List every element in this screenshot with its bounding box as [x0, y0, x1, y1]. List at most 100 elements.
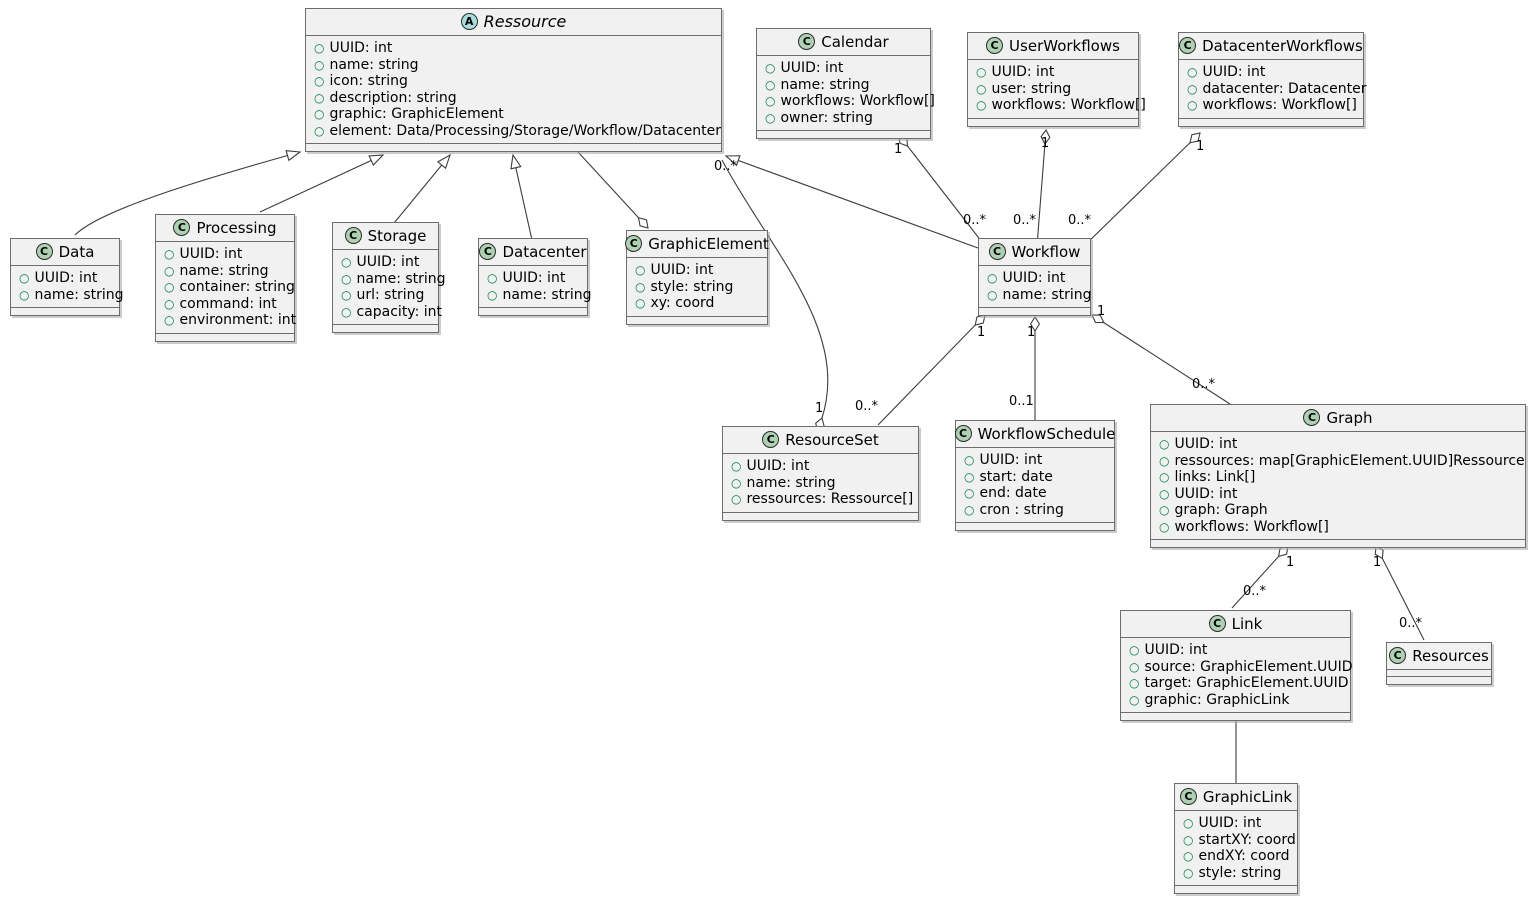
- visibility-public-icon: ○: [964, 453, 975, 467]
- attribute-row: ○UUID: int: [1183, 815, 1262, 831]
- class-name-datacenter: Datacenter: [502, 242, 587, 261]
- class-attributes-workflow: ○UUID: int ○name: string: [979, 266, 1092, 308]
- attribute-row: ○UUID: int: [19, 270, 98, 286]
- attribute-row: ○icon: string: [314, 73, 408, 89]
- class-methods-ressource: [306, 144, 721, 151]
- visibility-public-icon: ○: [1183, 849, 1194, 863]
- class-name-ressource: Ressource: [483, 11, 567, 31]
- class-header-resourceset: C ResourceSet: [723, 427, 918, 454]
- visibility-public-icon: ○: [164, 280, 175, 294]
- attribute-row: ○end: date: [964, 485, 1047, 501]
- class-box-resources[interactable]: C Resources: [1386, 642, 1492, 685]
- attribute-row: ○name: string: [487, 286, 592, 303]
- class-box-data[interactable]: C Data ○UUID: int ○name: string: [10, 238, 124, 316]
- multiplicity-label: 1: [1041, 136, 1050, 151]
- class-header-graphiclink: C GraphicLink: [1175, 784, 1297, 811]
- attribute-row: ○graphic: GraphicLink: [1129, 691, 1290, 708]
- attribute-row: ○UUID: int: [1159, 485, 1238, 502]
- visibility-public-icon: ○: [1129, 643, 1140, 657]
- class-box-storage[interactable]: C Storage ○UUID: int ○name: string ○url:…: [332, 222, 446, 333]
- class-name-datacenterworkflows: DatacenterWorkflows: [1202, 36, 1363, 55]
- visibility-public-icon: ○: [731, 475, 742, 490]
- attribute-row: ○UUID: int: [1187, 64, 1266, 80]
- visibility-public-icon: ○: [487, 287, 498, 302]
- visibility-public-icon: ○: [314, 107, 325, 121]
- visibility-public-icon: ○: [1187, 65, 1198, 79]
- class-stereotype-icon: C: [35, 243, 53, 260]
- visibility-public-icon: ○: [987, 271, 998, 285]
- visibility-public-icon: ○: [976, 81, 987, 96]
- class-stereotype-icon: C: [988, 243, 1006, 260]
- multiplicity-label: 0..1: [1009, 394, 1034, 409]
- visibility-public-icon: ○: [964, 486, 975, 500]
- attribute-row: ○target: GraphicElement.UUID: [1129, 675, 1349, 691]
- class-box-ressource[interactable]: A Ressource ○UUID: int ○name: string ○ic…: [305, 8, 722, 152]
- class-box-calendar[interactable]: C Calendar ○UUID: int ○name: string ○wor…: [756, 28, 935, 139]
- class-box-link[interactable]: C Link ○UUID: int ○source: GraphicElemen…: [1120, 610, 1353, 721]
- attribute-row: ○graph: Graph: [1159, 502, 1268, 518]
- attribute-row: ○environment: int: [164, 312, 297, 328]
- class-box-graphicelement[interactable]: C GraphicElement ○UUID: int ○style: stri…: [625, 230, 769, 325]
- visibility-public-icon: ○: [1159, 437, 1170, 451]
- attribute-row: ○UUID: int: [314, 40, 393, 56]
- class-attributes-userworkflows: ○UUID: int ○user: string ○workflows: Wor…: [968, 60, 1146, 119]
- class-stereotype-icon: C: [798, 33, 816, 50]
- multiplicity-label: 1: [894, 142, 903, 157]
- attribute-row: ○UUID: int: [731, 458, 810, 474]
- class-stereotype-icon: C: [954, 425, 972, 442]
- attribute-row: ○name: string: [987, 286, 1092, 303]
- visibility-public-icon: ○: [1159, 453, 1170, 468]
- class-box-graph[interactable]: C Graph ○UUID: int ○ressources: map[Grap…: [1150, 404, 1526, 548]
- class-stereotype-icon: C: [986, 37, 1004, 54]
- class-stereotype-icon: C: [1208, 615, 1226, 632]
- class-box-resourceset[interactable]: C ResourceSet ○UUID: int ○name: string ○…: [722, 426, 919, 521]
- multiplicity-label: 1: [977, 325, 986, 340]
- visibility-public-icon: ○: [765, 61, 776, 75]
- visibility-public-icon: ○: [341, 304, 352, 319]
- class-header-userworkflows: C UserWorkflows: [968, 33, 1138, 60]
- visibility-public-icon: ○: [731, 492, 742, 506]
- attribute-row: ○datacenter: Datacenter: [1187, 80, 1367, 97]
- class-box-datacenter[interactable]: C Datacenter ○UUID: int ○name: string: [478, 238, 592, 316]
- attribute-row: ○owner: string: [765, 109, 873, 126]
- class-name-storage: Storage: [367, 226, 427, 245]
- class-name-graphiclink: GraphicLink: [1202, 787, 1293, 806]
- class-box-processing[interactable]: C Processing ○UUID: int ○name: string ○c…: [155, 214, 297, 342]
- class-box-workflowschedule[interactable]: C WorkflowSchedule ○UUID: int ○start: da…: [954, 420, 1116, 531]
- class-methods-processing: [156, 333, 294, 341]
- class-stereotype-icon: C: [1179, 788, 1197, 805]
- attribute-row: ○graphic: GraphicElement: [314, 106, 504, 122]
- multiplicity-label: 1: [1373, 555, 1382, 570]
- visibility-public-icon: ○: [1159, 470, 1170, 484]
- class-name-workflowschedule: WorkflowSchedule: [977, 424, 1116, 443]
- attribute-row: ○links: Link[]: [1159, 469, 1256, 485]
- class-header-data: C Data: [11, 239, 119, 266]
- class-box-datacenterworkflows[interactable]: C DatacenterWorkflows ○UUID: int ○datace…: [1178, 32, 1367, 127]
- class-attributes-graph: ○UUID: int ○ressources: map[GraphicEleme…: [1151, 432, 1525, 540]
- class-attributes-datacenterworkflows: ○UUID: int ○datacenter: Datacenter ○work…: [1179, 60, 1367, 119]
- multiplicity-label: 0..*: [855, 399, 879, 414]
- visibility-public-icon: ○: [731, 459, 742, 473]
- attribute-row: ○container: string: [164, 279, 295, 295]
- visibility-public-icon: ○: [1129, 676, 1140, 690]
- class-box-graphiclink[interactable]: C GraphicLink ○UUID: int ○startXY: coord…: [1174, 783, 1298, 894]
- abstract-stereotype-icon: A: [460, 13, 478, 30]
- attribute-row: ○user: string: [976, 80, 1072, 97]
- visibility-public-icon: ○: [635, 279, 646, 294]
- visibility-public-icon: ○: [1159, 486, 1170, 501]
- visibility-public-icon: ○: [1129, 659, 1140, 674]
- class-methods-graphiclink: [1175, 886, 1297, 893]
- visibility-public-icon: ○: [341, 271, 352, 286]
- class-name-graphicelement: GraphicElement: [648, 234, 769, 253]
- visibility-public-icon: ○: [314, 74, 325, 88]
- class-name-resourceset: ResourceSet: [785, 430, 879, 449]
- visibility-public-icon: ○: [164, 247, 175, 261]
- class-stereotype-icon: C: [1389, 647, 1407, 664]
- class-box-workflow[interactable]: C Workflow ○UUID: int ○name: string: [978, 238, 1092, 316]
- multiplicity-label: 0..*: [1013, 213, 1037, 228]
- class-methods-resources: [1387, 677, 1491, 684]
- attribute-row: ○xy: coord: [635, 295, 715, 311]
- attribute-row: ○name: string: [341, 270, 446, 287]
- class-box-userworkflows[interactable]: C UserWorkflows ○UUID: int ○user: string…: [967, 32, 1146, 127]
